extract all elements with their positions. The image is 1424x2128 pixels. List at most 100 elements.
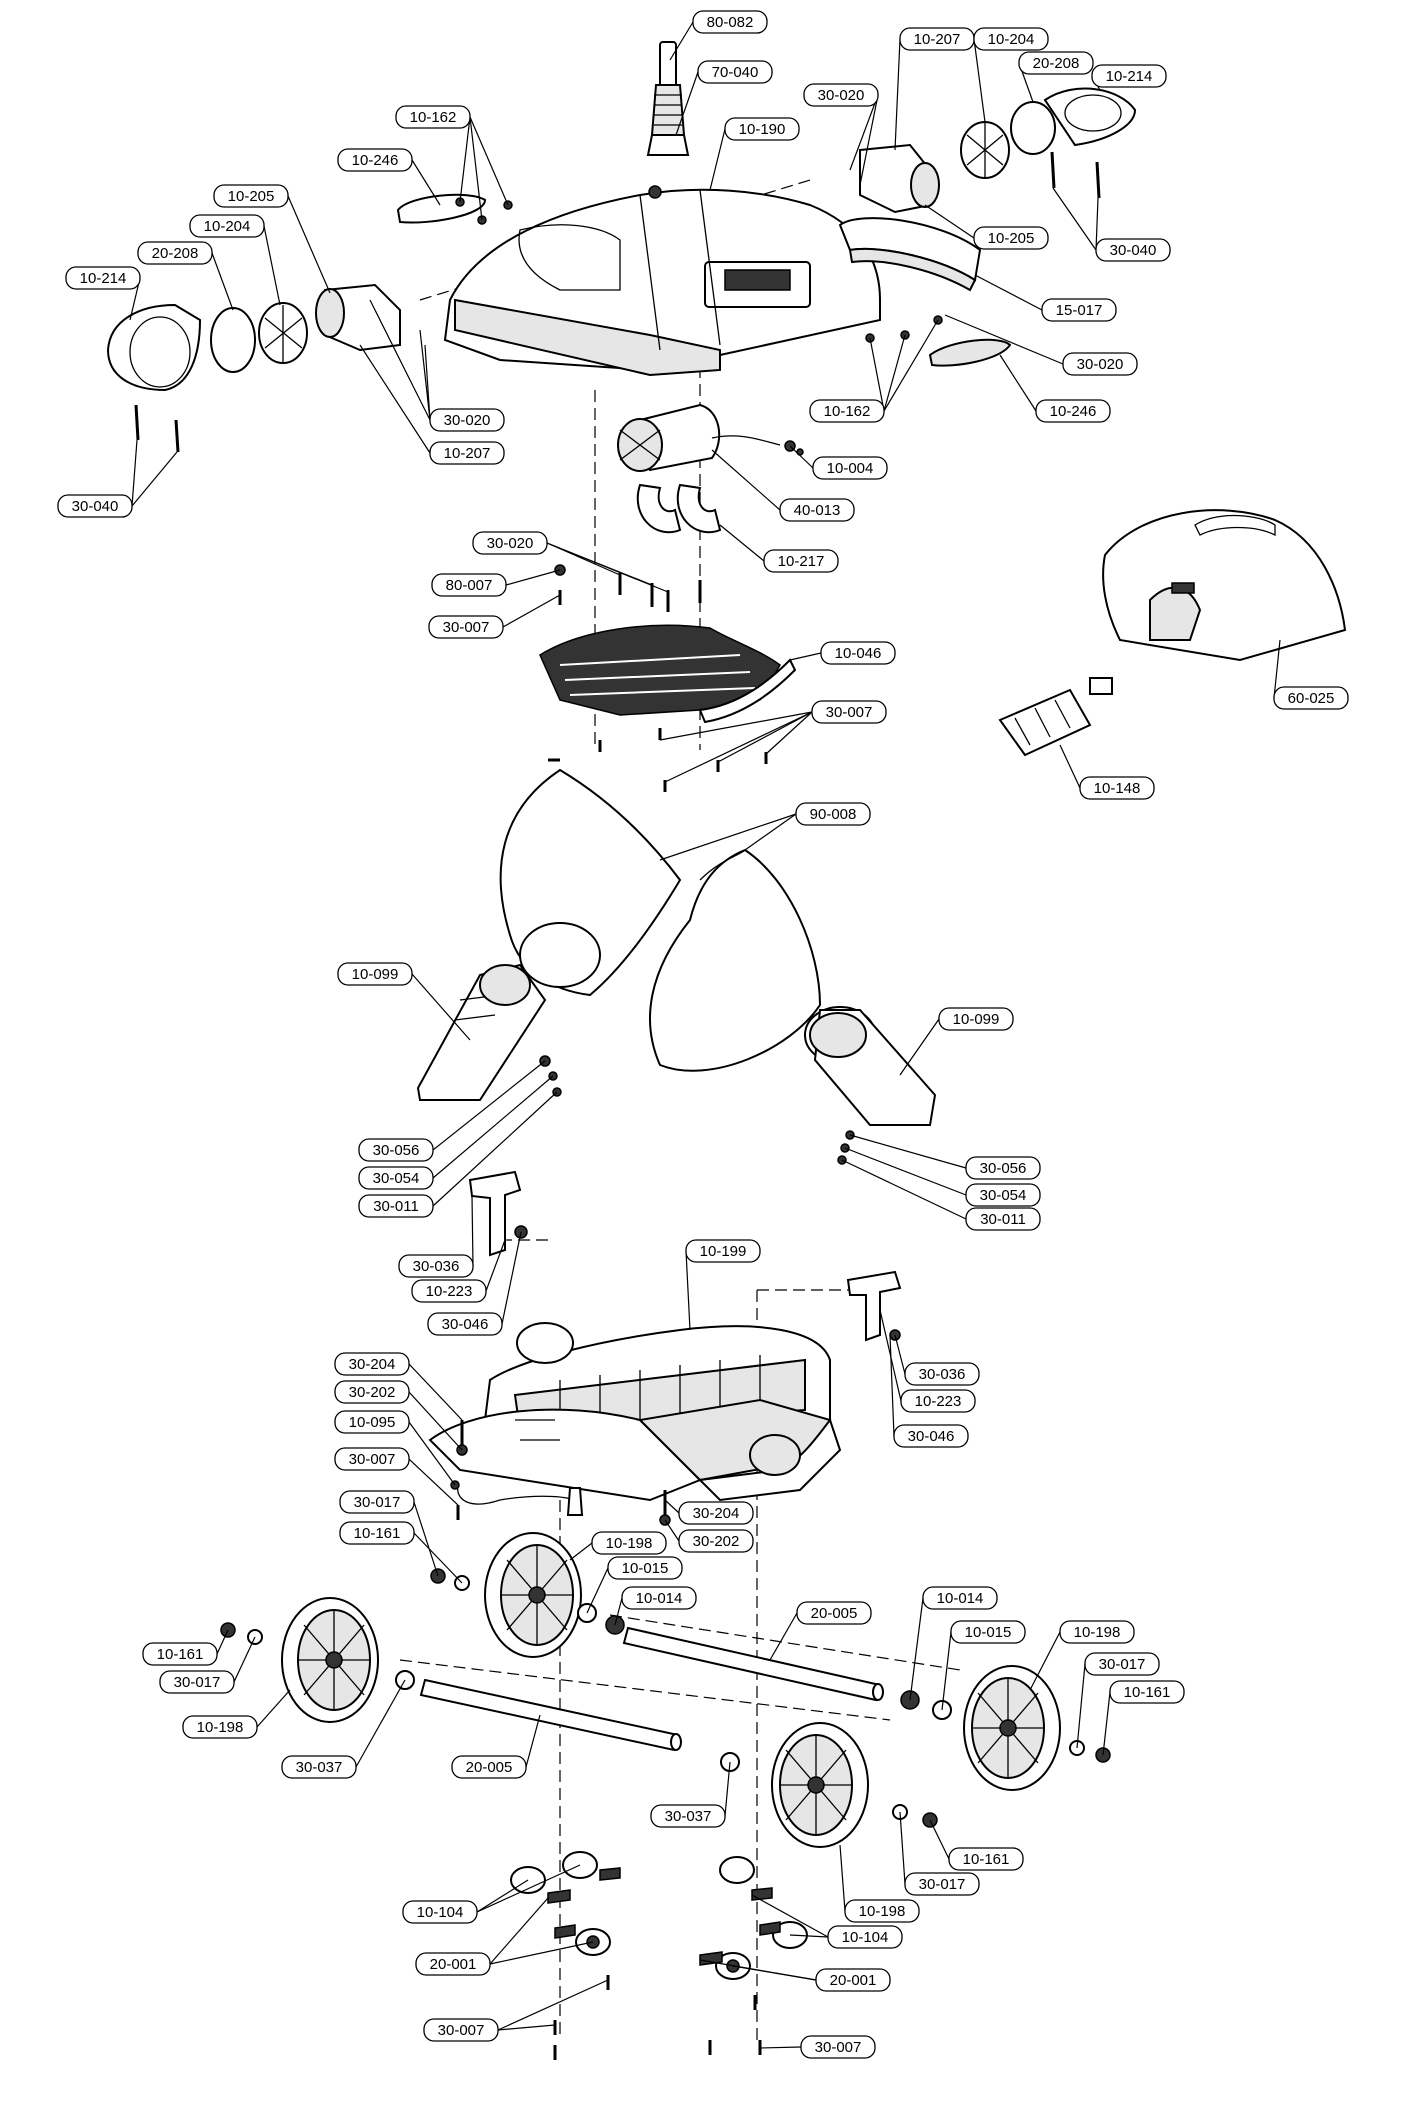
callout-box (472, 531, 548, 555)
leader-line-30-020-right (944, 314, 1064, 365)
leader-line-30-007-bottom-left (497, 2024, 556, 2031)
callout-10-014-b: 10-014 (922, 1586, 998, 1610)
callout-box (948, 1847, 1024, 1871)
leader-line-10-104-right (789, 1934, 829, 1938)
leader-line-30-054-right (844, 1147, 967, 1196)
part-number-label: 30-040 (72, 498, 119, 515)
callout-30-040-left: 30-040 (57, 494, 133, 518)
flap-10-099-left (416, 963, 547, 1101)
leader-line-10-014-b (909, 1597, 924, 1701)
callout-70-040: 70-040 (697, 60, 773, 84)
part-number-label: 20-005 (811, 1605, 858, 1622)
part-number-label: 10-099 (352, 966, 399, 983)
leader-line-10-207-left (359, 344, 431, 454)
part-number-label: 30-204 (349, 1356, 396, 1373)
part-number-label: 30-007 (438, 2022, 485, 2039)
callout-box (803, 83, 879, 107)
callout-box (685, 1239, 761, 1263)
leader-line-90-008 (744, 813, 797, 851)
callout-box (800, 2035, 876, 2059)
callout-box (904, 1362, 980, 1386)
callout-30-007-base: 30-007 (334, 1447, 410, 1471)
callout-10-161-a: 10-161 (339, 1521, 415, 1545)
leader-line-10-095 (408, 1421, 456, 1486)
part-number-label: 10-199 (700, 1243, 747, 1260)
part-number-label: 10-223 (915, 1393, 962, 1410)
part-number-label: 20-001 (430, 1956, 477, 1973)
callout-box (827, 1925, 903, 1949)
part-number-label: 20-208 (152, 245, 199, 262)
leader-line-30-046-right (889, 1334, 895, 1437)
right-pump-cap-assembly (859, 87, 1137, 214)
part-number-label: 10-223 (426, 1283, 473, 1300)
part-number-label: 30-020 (1077, 356, 1124, 373)
bracket-10-223-right (846, 1270, 902, 1342)
callout-30-017-b: 30-017 (1084, 1652, 1160, 1676)
callout-box (1084, 1652, 1160, 1676)
part-number-label: 30-017 (919, 1876, 966, 1893)
leader-line-10-104-left (476, 1864, 581, 1913)
part-number-label: 30-007 (349, 1451, 396, 1468)
callout-10-246-left: 10-246 (337, 148, 413, 172)
callout-box (431, 573, 507, 597)
leader-line-30-020-mid (546, 542, 669, 593)
callout-10-162-top: 10-162 (395, 105, 471, 129)
leader-line-30-017-c (233, 1636, 256, 1683)
part-number-label: 30-007 (443, 619, 490, 636)
part-number-label: 10-204 (204, 218, 251, 235)
callout-10-014-a: 10-014 (621, 1586, 697, 1610)
leader-line-10-046 (789, 652, 822, 661)
wheel-10-198-d (771, 1722, 869, 1848)
callout-30-046-right: 30-046 (893, 1424, 969, 1448)
callout-box (965, 1207, 1041, 1231)
callout-10-198-a: 10-198 (591, 1531, 667, 1555)
part-number-label: 10-207 (444, 445, 491, 462)
leader-line-30-020-left (424, 344, 431, 421)
part-number-label: 10-204 (988, 31, 1035, 48)
callout-10-104-right: 10-104 (827, 1925, 903, 1949)
callout-10-099-right: 10-099 (938, 1007, 1014, 1031)
callout-20-001-left: 20-001 (415, 1952, 491, 1976)
callout-box (428, 615, 504, 639)
leader-line-30-007-filter (765, 711, 813, 755)
callout-box (844, 1899, 920, 1923)
callout-10-199: 10-199 (685, 1239, 761, 1263)
callout-30-020-left: 30-020 (429, 408, 505, 432)
part-number-label: 80-082 (707, 14, 754, 31)
flap-hardware (539, 1055, 855, 1165)
part-number-label: 30-204 (693, 1505, 740, 1522)
callout-30-017-c: 30-017 (159, 1670, 235, 1694)
part-number-label: 10-014 (937, 1590, 984, 1607)
leader-line-10-161-a (413, 1532, 463, 1584)
callout-30-017-a: 30-017 (339, 1490, 415, 1514)
callout-10-198-d: 10-198 (844, 1899, 920, 1923)
callout-labels: 80-08270-04010-19010-16210-24610-20510-2… (57, 10, 1349, 2059)
callout-box (763, 549, 839, 573)
leader-line-10-205-left (287, 195, 331, 294)
leader-line-10-148 (1059, 744, 1081, 789)
callout-30-017-d: 30-017 (904, 1872, 980, 1896)
leader-line-10-217 (719, 524, 765, 562)
leader-line-30-046-left (501, 1231, 522, 1325)
callout-box (57, 494, 133, 518)
callout-20-208-right: 20-208 (1018, 51, 1094, 75)
leader-line-30-036-left (471, 1195, 474, 1267)
part-number-label: 10-004 (827, 460, 874, 477)
callout-10-246-right: 10-246 (1035, 399, 1111, 423)
callout-box (938, 1007, 1014, 1031)
callout-30-040-right: 30-040 (1095, 238, 1171, 262)
callout-30-202-right: 30-202 (678, 1529, 754, 1553)
callout-30-037-b: 30-037 (650, 1804, 726, 1828)
callout-box (339, 1490, 415, 1514)
callout-box (429, 408, 505, 432)
callout-30-202-left: 30-202 (334, 1380, 410, 1404)
screws-30-020-mid (554, 564, 702, 612)
callout-30-054-right: 30-054 (965, 1183, 1041, 1207)
leader-line-10-205-right (924, 204, 975, 239)
callout-box (607, 1556, 683, 1580)
callout-20-005-a: 20-005 (796, 1601, 872, 1625)
leader-line-30-056-left (432, 1060, 546, 1151)
roller-discs-right (699, 1856, 808, 1980)
leader-line-15-017 (974, 274, 1043, 311)
part-number-label: 10-246 (1050, 403, 1097, 420)
